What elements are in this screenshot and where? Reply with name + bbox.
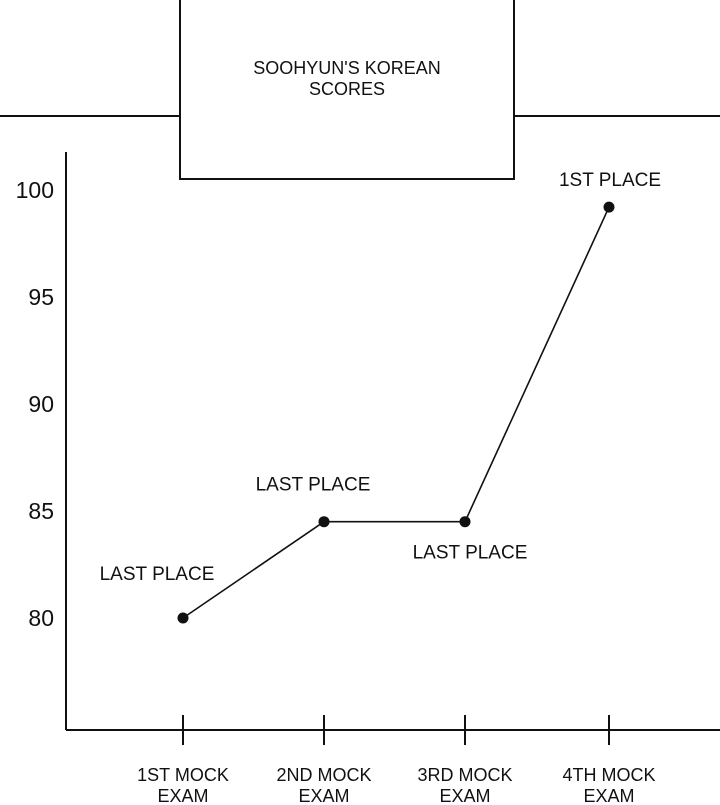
x-category-label-line: EXAM [583, 786, 634, 805]
y-axis-ticks: 80 85 90 95 100 [16, 177, 54, 631]
y-tick-label: 100 [16, 177, 54, 203]
chart-frame [65, 152, 720, 731]
y-tick-label: 85 [28, 498, 54, 524]
x-category-label-line: 1ST MOCK [137, 765, 229, 785]
point-annotation: LAST PLACE [413, 543, 528, 564]
data-point [318, 516, 330, 528]
data-point [603, 201, 615, 213]
x-category-label-line: EXAM [439, 786, 490, 805]
y-tick-label: 90 [28, 391, 54, 417]
y-tick-label: 95 [28, 284, 54, 310]
x-category-label-line: 2ND MOCK [276, 765, 371, 785]
x-category-label-line: EXAM [157, 786, 208, 805]
series-line [182, 206, 610, 619]
series-scores [177, 201, 615, 624]
point-annotation: LAST PLACE [100, 564, 215, 585]
point-annotations: LAST PLACE LAST PLACE LAST PLACE 1ST PLACE [100, 170, 661, 585]
data-point [459, 516, 471, 528]
title-box-frame [179, 0, 515, 180]
x-category-label-line: 4TH MOCK [562, 765, 655, 785]
chart-title-line: SOOHYUN'S KOREAN [253, 58, 440, 78]
x-category-label-line: 3RD MOCK [417, 765, 512, 785]
y-tick-label: 80 [28, 605, 54, 631]
data-point [177, 612, 189, 624]
x-category-label-line: EXAM [298, 786, 349, 805]
point-annotation: 1ST PLACE [559, 170, 661, 191]
point-annotation: LAST PLACE [256, 475, 371, 496]
chart-title-line: SCORES [309, 79, 385, 99]
